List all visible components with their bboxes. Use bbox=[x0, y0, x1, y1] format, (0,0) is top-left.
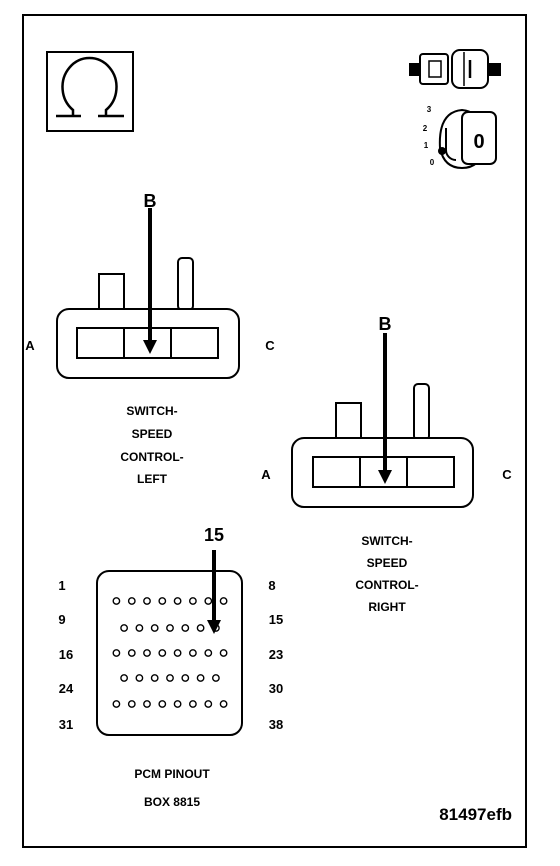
left-caption-line: SWITCH- bbox=[126, 404, 177, 418]
right-caption-line: CONTROL- bbox=[355, 578, 418, 592]
figure-id: 81497efb bbox=[439, 805, 512, 824]
pcm-row-end-number: 23 bbox=[269, 647, 283, 662]
pcm-pin bbox=[204, 649, 213, 657]
pcm-caption-line: BOX 8815 bbox=[144, 795, 200, 809]
pcm-pin bbox=[166, 674, 174, 682]
pcm-row-end-number: 15 bbox=[269, 612, 283, 627]
pcm-row-start-number: 16 bbox=[59, 647, 73, 662]
disconnect-connector-icon bbox=[409, 49, 501, 89]
left-caption-line: CONTROL- bbox=[120, 450, 183, 464]
pcm-caption-line: PCM PINOUT bbox=[134, 767, 210, 781]
pin-pointer-arrow bbox=[207, 620, 221, 634]
pcm-pin bbox=[196, 624, 205, 632]
left-side-label-a: A bbox=[25, 338, 35, 353]
right-caption-line: SWITCH- bbox=[361, 534, 412, 548]
left-caption-line: SPEED bbox=[132, 427, 173, 441]
ignition-key-label: 0 bbox=[473, 131, 484, 153]
pcm-pin bbox=[127, 649, 136, 657]
ignition-position-label: 1 bbox=[424, 141, 429, 150]
pcm-pin-callout: 15 bbox=[204, 525, 224, 545]
pcm-pin bbox=[127, 597, 136, 605]
pcm-pin bbox=[173, 597, 182, 605]
pcm-pin bbox=[143, 649, 151, 657]
pcm-pin bbox=[158, 649, 167, 657]
pcm-row-start-number: 9 bbox=[58, 612, 65, 627]
pcm-pin bbox=[143, 700, 151, 708]
pcm-pin bbox=[120, 674, 129, 682]
pcm-pin bbox=[158, 700, 167, 708]
pcm-pin bbox=[196, 674, 205, 682]
pcm-row-start-number: 24 bbox=[59, 681, 74, 696]
pcm-pinout-box bbox=[96, 550, 243, 736]
pin-pointer-arrow bbox=[143, 340, 157, 354]
right-caption-line: SPEED bbox=[367, 556, 408, 570]
pcm-pin bbox=[120, 624, 129, 632]
pcm-pin bbox=[181, 674, 190, 682]
pcm-pin bbox=[181, 624, 190, 632]
pin-pointer-arrow bbox=[378, 470, 392, 484]
pcm-pin bbox=[112, 649, 121, 657]
pcm-pin bbox=[166, 624, 174, 632]
pcm-pin bbox=[188, 700, 197, 708]
pcm-pin bbox=[173, 649, 182, 657]
diagram-frame bbox=[22, 14, 527, 848]
left-switch-connector bbox=[56, 208, 240, 379]
ohm-meter-icon bbox=[46, 51, 134, 132]
right-pin-callout: B bbox=[379, 314, 392, 334]
pcm-pin bbox=[112, 597, 121, 605]
pcm-pin bbox=[135, 674, 144, 682]
pcm-pin bbox=[112, 700, 121, 708]
pcm-pin bbox=[211, 674, 220, 682]
pcm-row-end-number: 38 bbox=[269, 717, 283, 732]
pcm-pin bbox=[143, 597, 151, 605]
pcm-pin bbox=[219, 649, 228, 657]
ignition-position-label: 2 bbox=[423, 124, 428, 133]
pcm-pin bbox=[204, 700, 213, 708]
pcm-pin bbox=[219, 597, 228, 605]
right-switch-connector bbox=[291, 333, 474, 508]
pcm-pin bbox=[135, 624, 144, 632]
pcm-pin bbox=[173, 700, 182, 708]
pcm-row-start-number: 31 bbox=[59, 717, 73, 732]
right-side-label-a: A bbox=[261, 467, 271, 482]
pcm-pin bbox=[150, 674, 159, 682]
ignition-position-label: 0 bbox=[430, 158, 435, 167]
ignition-position-label: 3 bbox=[427, 105, 432, 114]
ignition-key-icon: 0 3 2 1 0 bbox=[423, 105, 497, 170]
pin-grid bbox=[112, 597, 228, 708]
pcm-row-end-number: 30 bbox=[269, 681, 283, 696]
pcm-row-end-number: 8 bbox=[268, 578, 275, 593]
pcm-pin bbox=[188, 649, 197, 657]
left-pin-callout: B bbox=[144, 191, 157, 211]
left-side-label-c: C bbox=[265, 338, 275, 353]
pcm-pin bbox=[127, 700, 136, 708]
pcm-pin bbox=[158, 597, 167, 605]
right-caption-line: RIGHT bbox=[368, 600, 406, 614]
pcm-row-start-number: 1 bbox=[58, 578, 65, 593]
left-caption-line: LEFT bbox=[137, 472, 168, 486]
pcm-pin bbox=[188, 597, 197, 605]
pcm-pin bbox=[219, 700, 228, 708]
pcm-pin bbox=[150, 624, 159, 632]
right-side-label-c: C bbox=[502, 467, 512, 482]
pcm-pin bbox=[204, 597, 213, 605]
